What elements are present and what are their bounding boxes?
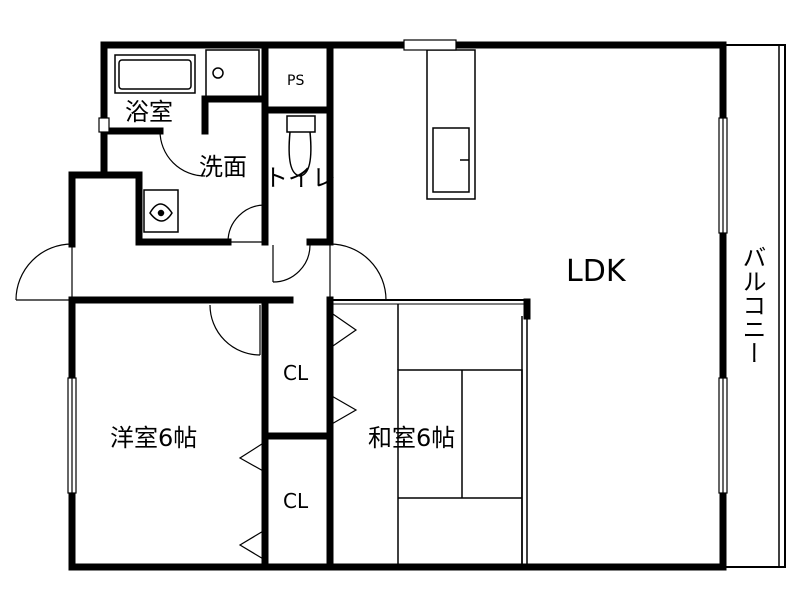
windows: [67, 39, 728, 494]
toilet-label: トイレ: [264, 164, 336, 192]
bath-label: 浴室: [125, 98, 173, 126]
toilet-fixture: [286, 115, 316, 177]
western-room-label: 洋室6帖: [110, 424, 197, 452]
japanese-room-label: 和室6帖: [368, 424, 455, 452]
closet-lower-label: CL: [283, 489, 309, 513]
washroom-label: 洗面: [199, 153, 247, 181]
ps-label: PS: [287, 73, 304, 89]
ldk-label: LDK: [566, 254, 627, 289]
washing-machine: [205, 49, 260, 98]
wash-basin: [143, 189, 179, 233]
doors: [15, 130, 387, 356]
kitchen-counter: [426, 49, 476, 200]
balcony-label: バルコニー: [738, 245, 766, 365]
closet-doors: [238, 311, 358, 561]
interior-walls: [68, 41, 531, 571]
bathtub: [114, 54, 196, 94]
closet-upper-label: CL: [283, 361, 309, 385]
tatami-mats: [397, 304, 523, 568]
